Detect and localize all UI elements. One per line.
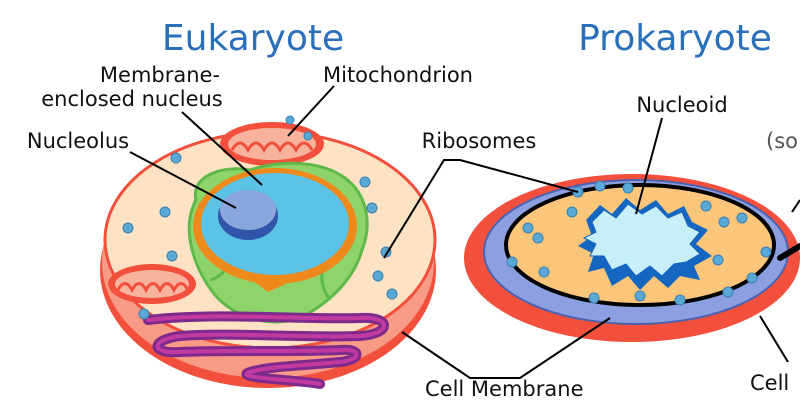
ribosome xyxy=(359,176,371,188)
label-nucleolus: Nucleolus xyxy=(27,129,129,153)
leader-cell-membrane xyxy=(401,317,611,379)
ribosome xyxy=(166,250,178,262)
ribosome xyxy=(159,206,171,218)
golgi-tubule xyxy=(143,311,389,389)
label-membrane-enclosed-nucleus-2: enclosed nucleus xyxy=(41,87,223,111)
label-mitochondrion: Mitochondrion xyxy=(323,63,473,87)
eukaryote-ribosomes xyxy=(122,115,398,320)
ribosome xyxy=(538,266,550,278)
leader-ribosomes xyxy=(383,159,579,259)
label-ribosomes: Ribosomes xyxy=(422,129,537,153)
nucleolus-body xyxy=(220,190,276,230)
ribosome xyxy=(138,308,150,320)
nucleoid xyxy=(578,198,712,290)
prokaryote-ribosomes xyxy=(506,180,772,306)
leader-nucleoid xyxy=(635,117,663,215)
ribosome xyxy=(122,222,134,234)
leader-lines xyxy=(129,85,789,379)
leader-nucleolus xyxy=(129,151,237,209)
ribosome xyxy=(170,152,182,164)
ribosome xyxy=(285,115,295,125)
nucleus xyxy=(193,168,357,292)
leader-cell xyxy=(759,315,789,363)
mitochondrion-top xyxy=(220,122,324,166)
ribosome xyxy=(634,290,646,302)
pilus xyxy=(791,199,800,213)
label-cell-membrane: Cell Membrane xyxy=(425,377,583,400)
ribosome xyxy=(674,294,686,306)
ribosome xyxy=(522,222,534,234)
eukaryotic-cell xyxy=(100,115,437,389)
ribosome xyxy=(303,131,313,141)
ribosome xyxy=(588,292,600,304)
label-cell-partial: Cell xyxy=(750,371,789,395)
leader-nucleus xyxy=(181,111,263,186)
ribosome xyxy=(506,256,518,268)
flagellum xyxy=(777,243,800,261)
ribosome xyxy=(372,270,384,282)
label-membrane-enclosed-nucleus-1: Membrane- xyxy=(100,63,220,87)
ribosome xyxy=(718,216,730,228)
ribosome xyxy=(736,212,748,224)
nucleoid-light xyxy=(582,203,701,277)
ribosome xyxy=(722,286,734,298)
ribosome xyxy=(712,254,724,266)
prokaryotic-cell xyxy=(464,174,800,342)
ribosome xyxy=(386,288,398,300)
ribosome xyxy=(366,202,378,214)
label-nucleoid: Nucleoid xyxy=(636,93,727,117)
mitochondrion-left xyxy=(108,264,196,304)
ribosome xyxy=(746,272,758,284)
ribosome xyxy=(700,200,712,212)
ribosome xyxy=(566,206,578,218)
ribosome xyxy=(594,180,606,192)
ribosome xyxy=(532,232,544,244)
ribosome xyxy=(622,182,634,194)
label-partial-so: (so xyxy=(766,129,798,153)
ribosome xyxy=(760,246,772,258)
eukaryote-title: Eukaryote xyxy=(162,18,344,59)
leader-mitochondrion xyxy=(287,85,335,137)
prokaryote-title: Prokaryote xyxy=(578,18,772,59)
